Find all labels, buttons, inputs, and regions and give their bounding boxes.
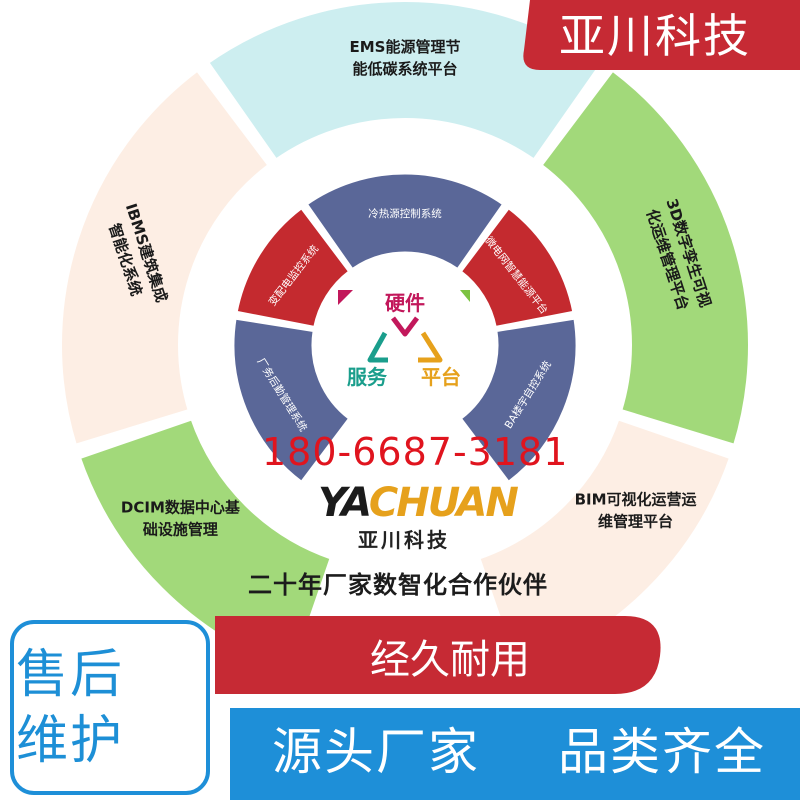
brand-banner xyxy=(523,0,800,70)
cycle-arrow-left-icon xyxy=(367,331,388,363)
corner-mark-right-icon xyxy=(460,290,470,302)
outer-label-bim-line1: BIM可视化运营运 xyxy=(575,491,697,509)
inner-label-cold-heat: 冷热源控制系统 xyxy=(368,207,442,220)
outer-label-bim-line2: 维管理平台 xyxy=(598,513,673,531)
outer-segment-shape-dcim xyxy=(76,415,335,674)
slogan: 二十年厂家数智化合作伙伴 xyxy=(248,571,548,599)
company-logo: YACHUAN xyxy=(318,480,519,526)
outer-label-ems-line2: 能低碳系统平台 xyxy=(352,60,457,78)
outer-segment-shape-twin xyxy=(537,66,752,449)
brand-title: 亚川科技 xyxy=(559,9,751,63)
inner-segment-shape-power xyxy=(234,205,352,330)
inner-segment-factory: 厂务后勤管理系统 xyxy=(231,316,352,485)
after-sales-line1: 售后 xyxy=(16,645,125,705)
after-sales-line2: 维护 xyxy=(16,711,125,771)
outer-label-dcim-line2: 础设施管理 xyxy=(143,520,218,538)
center-platform-label: 平台 xyxy=(421,365,461,389)
inner-segment-shape-ba xyxy=(458,316,579,485)
durable-banner xyxy=(215,616,661,694)
cycle-arrow-right-icon xyxy=(418,331,443,363)
inner-segment-microgrid: 微电网智慧能源平台 xyxy=(458,205,576,330)
inner-segment-ba: BA楼宇自控系统 xyxy=(458,316,579,485)
company-name: 亚川科技 xyxy=(358,528,450,552)
logo-part-chuan: CHUAN xyxy=(368,480,519,526)
phone-number: 180-6687-3181 xyxy=(262,430,569,474)
outer-label-ems-line1: EMS能源管理节 xyxy=(350,38,461,56)
center-service-label: 服务 xyxy=(347,365,388,389)
footer-text-source-factory: 源头厂家 xyxy=(272,723,480,781)
corner-mark-left-icon xyxy=(338,290,353,305)
inner-segment-shape-factory xyxy=(231,316,352,485)
center-hub: 硬件 服务 平台 xyxy=(317,257,493,433)
inner-segment-cold-heat: 冷热源控制系统 xyxy=(304,171,506,272)
inner-segment-shape-cold-heat xyxy=(304,171,506,272)
footer-text-full-range: 品类齐全 xyxy=(558,723,766,781)
blue-footer-band xyxy=(230,708,800,800)
after-sales-text: 售后 维护 xyxy=(16,642,206,774)
outer-segment-shape-ibms xyxy=(58,66,273,449)
logo-part-ya: YA xyxy=(318,480,371,526)
after-sales-badge xyxy=(10,620,210,795)
cycle-arrow-top-icon xyxy=(391,316,419,337)
durable-text: 经久耐用 xyxy=(370,637,530,683)
center-hardware-label: 硬件 xyxy=(385,291,425,315)
outer-ring: EMS能源管理节能低碳系统平台3D数字孪生可视化运维管理平台BIM可视化运营运维… xyxy=(58,0,752,674)
outer-label-dcim-line1: DCIM数据中心基 xyxy=(121,498,241,516)
inner-segment-power: 变配电监控系统 xyxy=(234,205,352,330)
center-circle xyxy=(317,257,493,433)
inner-segment-shape-microgrid xyxy=(458,205,576,330)
